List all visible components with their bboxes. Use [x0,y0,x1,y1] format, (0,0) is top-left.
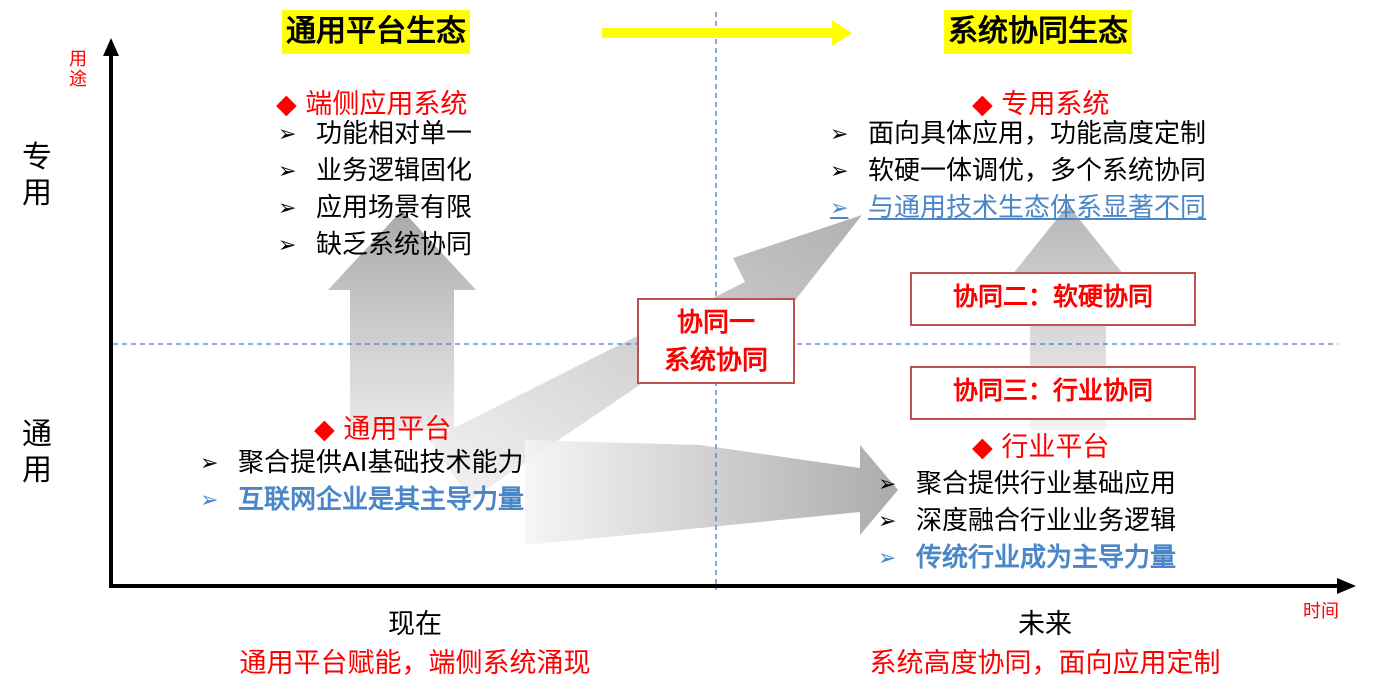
x-tick-future: 未来 [1018,609,1072,640]
yellow-arrow-shaft [602,28,836,38]
list-item: ➢聚合提供AI基础技术能力 [200,445,524,482]
arrow-bullet-icon: ➢ [278,122,297,147]
list-item: ➢传统行业成为主导力量 [878,540,1176,577]
list-item: ➢聚合提供行业基础应用 [878,466,1176,503]
quadrant-bottom-right-list: ➢聚合提供行业基础应用 ➢深度融合行业业务逻辑 ➢传统行业成为主导力量 [878,466,1176,577]
list-item: ➢功能相对单一 [278,116,472,153]
x-tick-now: 现在 [388,609,442,640]
arrow-bullet-icon: ➢ [200,451,219,476]
collaboration-one-label: 协同一 [676,308,755,338]
x-caption-future-desc: 系统高度协同，面向应用定制 [869,648,1221,679]
collaboration-three-box: 协同三：行业协同 [910,366,1196,420]
list-item: ➢面向具体应用，功能高度定制 [830,116,1206,153]
y-axis-arrowhead [103,38,119,56]
quadrant-top-right-list: ➢面向具体应用，功能高度定制 ➢软硬一体调优，多个系统协同 ➢与通用技术生态体系… [830,116,1206,227]
quadrant-bottom-right-heading: ◆ 行业平台 [972,432,1110,463]
list-item: ➢深度融合行业业务逻辑 [878,503,1176,540]
list-item: ➢与通用技术生态体系显著不同 [830,190,1206,227]
arrow-bullet-icon: ➢ [878,472,897,497]
arrow-bullet-icon: ➢ [830,122,849,147]
arrow-bullet-icon: ➢ [878,546,897,571]
quadrant-top-right-heading: ◆ 专用系统 [972,89,1110,120]
y-tick-specialized: 专用 [22,140,52,211]
diamond-icon: ◆ [972,89,993,120]
diamond-icon: ◆ [276,89,297,120]
x-axis-arrowhead [1337,578,1356,594]
list-item: ➢互联网企业是其主导力量 [200,482,524,519]
list-item: ➢应用场景有限 [278,190,472,227]
arrow-bullet-icon: ➢ [200,488,219,513]
x-caption-now: 现在 通用平台赋能，端侧系统涌现 [180,602,650,680]
right-arrow-bottom [525,440,898,545]
x-caption-future: 未来 系统高度协同，面向应用定制 [810,602,1280,680]
y-tick-general: 通用 [22,417,52,488]
arrow-bullet-icon: ➢ [878,509,897,534]
diamond-icon: ◆ [314,414,335,445]
diamond-icon: ◆ [972,432,993,463]
arrow-bullet-icon: ➢ [278,196,297,221]
list-item: ➢业务逻辑固化 [278,153,472,190]
collaboration-one-box: 协同一 系统协同 [637,298,795,384]
quadrant-top-left-list: ➢功能相对单一 ➢业务逻辑固化 ➢应用场景有限 ➢缺乏系统协同 [278,116,472,264]
collaboration-two-box: 协同二：软硬协同 [910,272,1196,326]
arrow-bullet-icon: ➢ [830,196,849,221]
right-ecosystem-title: 系统协同生态 [944,10,1132,54]
collaboration-one-desc: 系统协同 [663,346,768,376]
list-item: ➢缺乏系统协同 [278,227,472,264]
quadrant-bottom-left-list: ➢聚合提供AI基础技术能力 ➢互联网企业是其主导力量 [200,445,524,519]
quadrant-top-left-heading: ◆ 端侧应用系统 [276,89,468,120]
y-axis-label: 用途 [69,49,87,90]
up-arrow-left [328,210,476,430]
arrow-bullet-icon: ➢ [830,159,849,184]
x-axis-label: 时间 [1303,601,1339,622]
quadrant-bottom-left-heading: ◆ 通用平台 [314,414,452,445]
yellow-arrow-head [832,20,852,46]
x-caption-now-desc: 通用平台赋能，端侧系统涌现 [239,648,591,679]
left-ecosystem-title: 通用平台生态 [282,10,470,54]
arrow-bullet-icon: ➢ [278,233,297,258]
list-item: ➢软硬一体调优，多个系统协同 [830,153,1206,190]
arrow-bullet-icon: ➢ [278,159,297,184]
